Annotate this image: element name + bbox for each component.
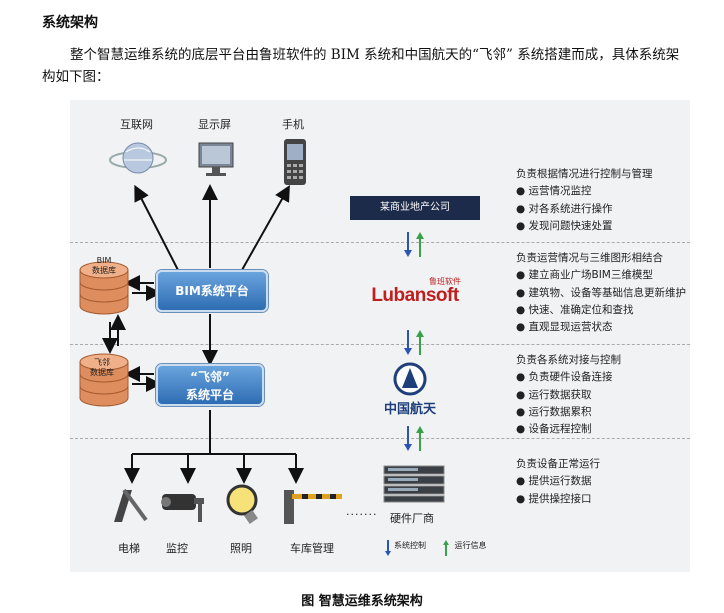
cast-logo: 中国航天 bbox=[380, 362, 440, 422]
feilin-db-label: 飞邻数据库 bbox=[90, 358, 114, 377]
device-label-internet: 互联网 bbox=[120, 118, 153, 131]
hardware-vendor-label: 硬件厂商 bbox=[390, 512, 434, 525]
legend-info-label: 运行信息 bbox=[454, 541, 487, 550]
more-devices-ellipsis: ······· bbox=[346, 508, 378, 521]
globe-icon bbox=[109, 142, 167, 174]
parking-barrier-icon bbox=[284, 490, 342, 524]
desc-block-hardware: 负责设备正常运行 ● 提供运行数据 ● 提供操控接口 bbox=[516, 458, 600, 505]
phone-icon bbox=[284, 139, 306, 185]
device-label-phone: 手机 bbox=[282, 118, 304, 131]
device-label-elevator: 电梯 bbox=[118, 542, 140, 555]
layer-divider bbox=[70, 344, 690, 345]
bim-database-icon bbox=[79, 261, 129, 315]
figure-caption: 图 智慧运维系统架构 bbox=[301, 594, 423, 609]
device-label-display: 显示屏 bbox=[198, 118, 231, 131]
cast-emblem-icon bbox=[393, 362, 427, 396]
device-label-garage: 车库管理 bbox=[290, 542, 334, 555]
layer-divider bbox=[70, 438, 690, 439]
company-box: 某商业地产公司 bbox=[350, 196, 480, 220]
desc-block-bim: 负责运营情况与三维图形相结合 ● 建立商业广场BIM三维模型 ● 建筑物、设备等… bbox=[516, 252, 686, 334]
section-heading: 系统架构 bbox=[42, 15, 98, 31]
lubansoft-logo: 鲁班软件 Lubansoft bbox=[371, 277, 461, 306]
elevator-escalator-icon bbox=[114, 488, 148, 522]
server-rack-icon bbox=[383, 465, 445, 503]
feilin-system-platform: “飞邻”系统平台 bbox=[156, 364, 264, 406]
monitor-icon bbox=[198, 142, 234, 176]
connection-lines bbox=[102, 184, 449, 556]
intro-paragraph: 整个智慧运维系统的底层平台由鲁班软件的 BIM 系统和中国航天的“飞邻” 系统搭… bbox=[42, 47, 680, 85]
device-label-monitoring: 监控 bbox=[166, 542, 188, 555]
legend: 系统控制 运行信息 bbox=[386, 540, 487, 551]
layer-divider bbox=[70, 242, 690, 243]
surveillance-camera-icon bbox=[161, 494, 204, 522]
desc-block-management: 负责根据情况进行控制与管理 ● 运营情况监控 ● 对各系统进行操作 ● 发现问题… bbox=[516, 168, 653, 232]
legend-control-label: 系统控制 bbox=[394, 541, 426, 550]
bim-system-platform: BIM系统平台 bbox=[156, 270, 268, 312]
device-label-lighting: 照明 bbox=[230, 542, 252, 555]
light-bulb-icon bbox=[226, 484, 258, 524]
feilin-database-icon bbox=[79, 353, 129, 407]
desc-block-integration: 负责各系统对接与控制 ● 负责硬件设备连接 ● 运行数据获取 ● 运行数据累积 … bbox=[516, 354, 621, 436]
